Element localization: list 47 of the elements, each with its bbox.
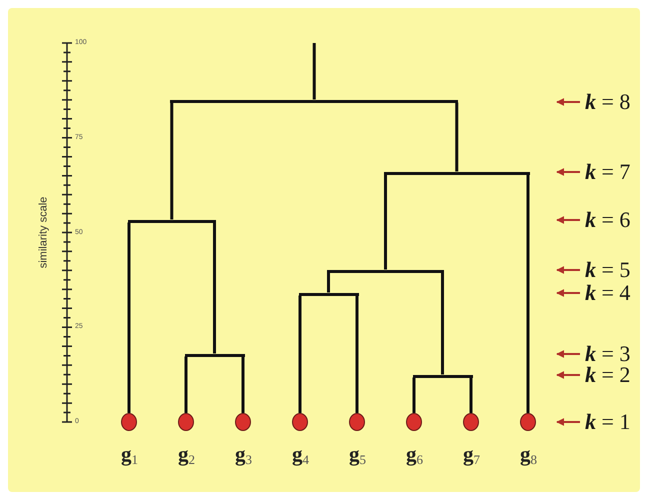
cluster-count-label: k = 1	[585, 411, 630, 433]
cluster-count-label: k = 3	[585, 343, 630, 365]
arrow	[556, 289, 580, 297]
dendrogram-branch	[412, 378, 416, 413]
merge-bar	[412, 374, 472, 378]
leaf-label: g$_{1}$	[121, 444, 138, 466]
arrow	[556, 371, 580, 379]
arrow	[556, 350, 580, 358]
axis-title: similarity scale	[38, 196, 50, 268]
arrow	[556, 168, 580, 176]
merge-bar	[128, 220, 216, 222]
dendrogram-branch	[213, 222, 216, 354]
dendrogram-branch	[242, 356, 244, 413]
merge-bar	[384, 172, 530, 174]
leaf-label: g$_{8}$	[520, 444, 537, 466]
dendrogram-branch	[298, 296, 302, 413]
dendrogram-branch	[356, 296, 358, 413]
merge-bar	[170, 100, 458, 102]
dendrogram-branch	[526, 174, 530, 413]
arrow	[556, 98, 580, 106]
dendrogram-branch	[327, 272, 330, 292]
cluster-count-label: k = 4	[585, 282, 630, 304]
leaf-label: g$_{2}$	[178, 444, 195, 466]
leaf-label: g$_{4}$	[292, 444, 309, 466]
dendrogram-branch	[128, 222, 130, 413]
dendrogram-branch	[455, 102, 458, 172]
dendrogram-stem	[312, 43, 316, 100]
arrow	[556, 418, 580, 426]
merge-bar	[298, 292, 358, 296]
dendrogram-branch	[470, 378, 472, 413]
dendrogram-branch	[170, 102, 174, 220]
cluster-count-label: k = 2	[585, 364, 630, 386]
cluster-count-label: k = 7	[585, 161, 630, 183]
cluster-count-label: k = 6	[585, 209, 630, 231]
arrow	[556, 216, 580, 224]
leaf-label: g$_{6}$	[406, 444, 423, 466]
leaf-label: g$_{3}$	[235, 444, 252, 466]
leaf-label: g$_{5}$	[349, 444, 366, 466]
cluster-count-label: k = 8	[585, 91, 630, 113]
dendrogram-branch	[184, 356, 188, 413]
cluster-count-label: k = 5	[585, 259, 630, 281]
merge-bar	[327, 270, 444, 272]
dendrogram-branch	[441, 272, 444, 374]
arrow	[556, 266, 580, 274]
dendrogram-branch	[384, 174, 387, 270]
leaf-label: g$_{7}$	[463, 444, 480, 466]
merge-bar	[184, 354, 244, 356]
